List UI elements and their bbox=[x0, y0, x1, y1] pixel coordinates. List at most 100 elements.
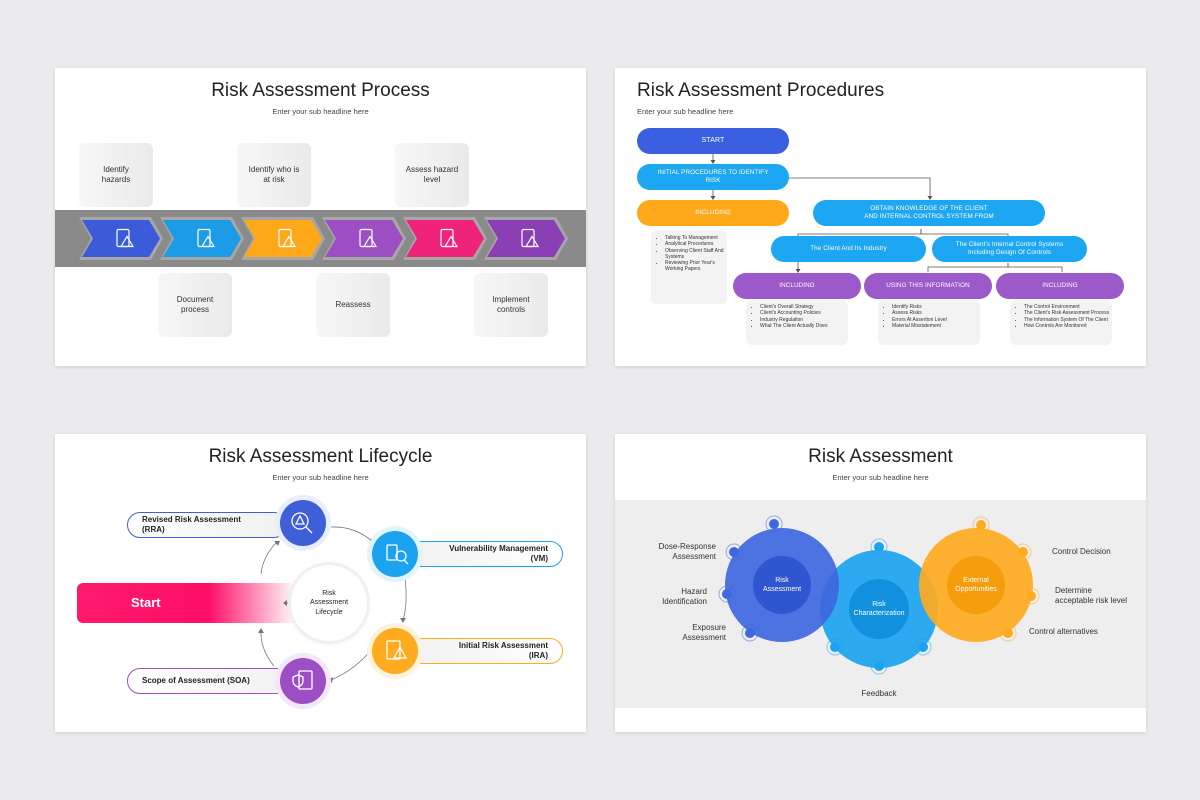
note-including-a: Client's Overall Strategy Client's Accou… bbox=[746, 300, 848, 345]
label-line: Control alternatives bbox=[1029, 627, 1098, 636]
checklist-search-icon bbox=[197, 228, 216, 248]
clipboard-warning-icon bbox=[521, 228, 540, 248]
step-line: controls bbox=[496, 305, 525, 314]
center-line: Risk bbox=[322, 590, 336, 598]
label-line: Hazard bbox=[681, 587, 707, 596]
search-checklist-icon bbox=[386, 544, 409, 565]
arrow-step bbox=[406, 220, 484, 257]
label-risk-assessment: Risk Assessment bbox=[742, 576, 822, 594]
step-line: process bbox=[180, 305, 209, 314]
circle-line: Characterization bbox=[853, 610, 905, 618]
arrow-step bbox=[244, 220, 322, 257]
label-hazard-identification: Hazard Identification bbox=[635, 587, 707, 607]
flow-client-industry: The Client And Its Industry bbox=[771, 236, 926, 262]
note-item: Assess Risks bbox=[892, 310, 980, 316]
label-line: Exposure bbox=[692, 623, 726, 632]
slide-subtitle: Enter your sub headline here bbox=[832, 473, 929, 482]
note-item: Reviewing Prior Year's Working Papers bbox=[665, 260, 727, 273]
label-dose-response: Dose-Response Assessment bbox=[635, 542, 716, 562]
clipboard-warning-icon bbox=[386, 640, 408, 660]
tag-line: Vulnerability Management bbox=[449, 544, 548, 554]
center-line: Lifecycle bbox=[315, 608, 343, 616]
venn-graphics bbox=[718, 515, 1040, 675]
tag-soa: Scope of Assessment (SOA) bbox=[127, 668, 297, 694]
label-line: Assessment bbox=[672, 552, 716, 561]
label-control-alternatives: Control alternatives bbox=[1029, 627, 1129, 637]
circle-ira bbox=[367, 623, 423, 679]
slide-title: Risk Assessment Procedures bbox=[637, 80, 885, 101]
label-line: Identification bbox=[662, 597, 707, 606]
note-item: The Information System Of The Client bbox=[1024, 317, 1112, 323]
step-line: Reassess bbox=[335, 300, 371, 309]
note-item: Analytical Procedures bbox=[665, 241, 727, 247]
slide-title: Risk Assessment bbox=[808, 446, 953, 467]
circle-line: Risk bbox=[872, 601, 886, 608]
slide-title: Risk Assessment Process bbox=[211, 80, 430, 101]
lifecycle-graphics bbox=[258, 495, 423, 709]
note-item: Industry Regulation bbox=[760, 317, 848, 323]
slide-subtitle: Enter your sub headline here bbox=[272, 107, 369, 116]
label-line: Control Decision bbox=[1052, 547, 1111, 556]
step-line: at risk bbox=[263, 175, 285, 184]
flow-including-left: INCLUDING bbox=[637, 200, 789, 226]
note-using-information: Identify Risks Assess Risks Errors At As… bbox=[878, 300, 980, 345]
lifecycle-center: Risk Assessment Lifecycle bbox=[291, 565, 367, 641]
circle-vm bbox=[367, 526, 423, 582]
step-line: Implement bbox=[492, 295, 530, 304]
slide-risk-assessment-procedures: Risk Assessment Procedures Enter your su… bbox=[615, 68, 1146, 366]
note-item: What The Client Actually Does bbox=[760, 323, 848, 329]
label-line: acceptable risk level bbox=[1055, 596, 1128, 605]
label-line: Assessment bbox=[682, 633, 726, 642]
circle-external-opportunities bbox=[919, 528, 1033, 642]
tag-line: Initial Risk Assessment bbox=[458, 641, 548, 651]
document-shield-icon bbox=[359, 228, 378, 248]
note-item: Client's Overall Strategy bbox=[760, 304, 848, 310]
flow-connectors bbox=[710, 154, 1063, 273]
circle-line: Opportunities bbox=[955, 586, 997, 594]
hand-warning-icon bbox=[440, 228, 459, 248]
label-determine-risk-level: Determine acceptable risk level bbox=[1055, 586, 1145, 606]
note-including-b: The Control Environment The Client's Ris… bbox=[1010, 300, 1112, 345]
arrow-step bbox=[163, 220, 241, 257]
slide-risk-assessment-process: Risk Assessment Process Enter your sub h… bbox=[55, 68, 586, 366]
slide-risk-assessment-lifecycle: Risk Assessment Lifecycle Enter your sub… bbox=[55, 434, 586, 732]
flow-including-a: INCLUDING bbox=[733, 273, 861, 299]
step-line: Document bbox=[176, 295, 214, 304]
note-item: The Client's Risk Assessment Process bbox=[1024, 310, 1112, 316]
slide-subtitle: Enter your sub headline here bbox=[637, 107, 734, 116]
label-risk-characterization: Risk Characterization bbox=[839, 600, 919, 618]
tag-line: Scope of Assessment (SOA) bbox=[142, 676, 250, 686]
start-label: Start bbox=[131, 595, 161, 610]
note-item: The Control Environment bbox=[1024, 304, 1112, 310]
process-arrows bbox=[79, 217, 568, 260]
tag-line: (IRA) bbox=[528, 651, 548, 660]
note-item: Client's Accounting Policies bbox=[760, 310, 848, 316]
flow-using-information: USING THIS INFORMATION bbox=[864, 273, 992, 299]
note-including-left: Talking To Management Analytical Procedu… bbox=[651, 230, 727, 304]
arrow-step bbox=[82, 220, 160, 257]
step-line: level bbox=[423, 175, 441, 184]
circle-line: Risk bbox=[775, 577, 789, 584]
tag-vm: Vulnerability Management(VM) bbox=[405, 541, 563, 567]
arrow-step bbox=[325, 220, 403, 257]
step-line: hazards bbox=[101, 175, 131, 184]
label-control-decision: Control Decision bbox=[1052, 547, 1142, 557]
note-item: Material Misstatement bbox=[892, 323, 980, 329]
dots-sky bbox=[830, 542, 928, 671]
step-line: Identify who is bbox=[248, 165, 300, 174]
label-line: Determine bbox=[1055, 586, 1092, 595]
search-warning-icon bbox=[291, 512, 313, 534]
note-item: Errors At Assertion Level bbox=[892, 317, 980, 323]
note-item: Talking To Management bbox=[665, 235, 727, 241]
flow-obtain-knowledge: OBTAIN KNOWLEDGE OF THE CLIENT AND INTER… bbox=[813, 200, 1045, 226]
circle-line: Assessment bbox=[762, 586, 802, 594]
flow-initial-procedures: INITIAL PROCEDURES TO IDENTIFY RISK bbox=[637, 164, 789, 190]
step-line: Assess hazard bbox=[405, 165, 459, 174]
flow-start: START bbox=[637, 128, 789, 154]
start-bar bbox=[77, 583, 297, 623]
warning-search-icon bbox=[116, 228, 135, 248]
label-line: Dose-Response bbox=[658, 542, 716, 551]
